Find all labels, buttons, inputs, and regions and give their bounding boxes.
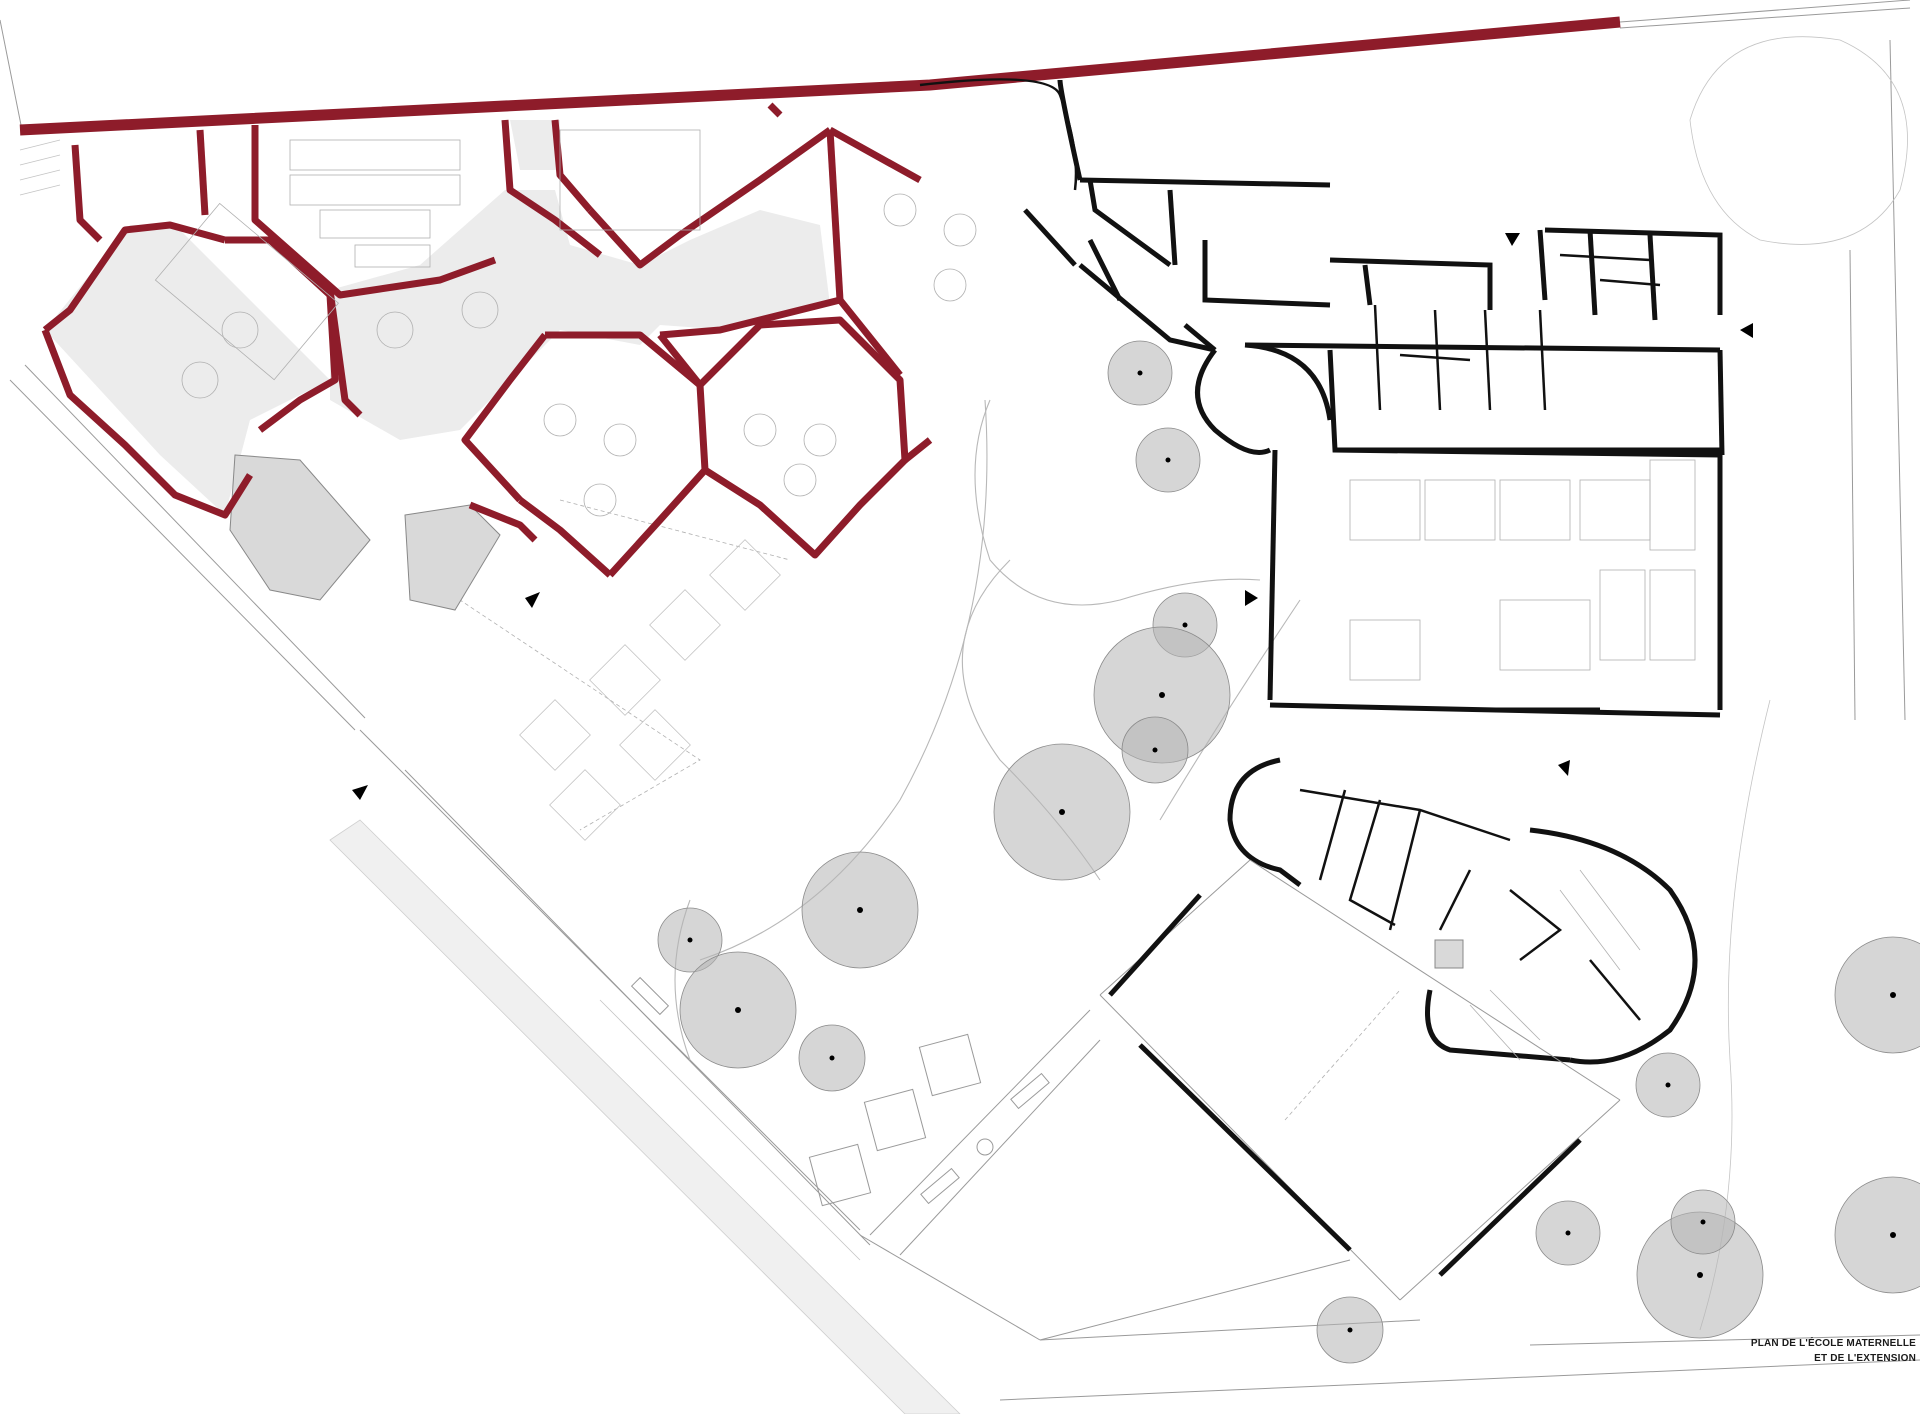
pedestrian-strip	[329, 819, 961, 1414]
plan-caption-line-1: PLAN DE L'ÉCOLE MATERNELLE	[1750, 1338, 1916, 1349]
multipurpose-hall	[869, 859, 1621, 1341]
existing-circulation-floor	[45, 120, 830, 611]
dining-hall-furniture	[1349, 459, 1696, 681]
entrance-arrow	[352, 785, 368, 800]
entrance-arrow	[1558, 760, 1570, 776]
plan-caption: PLAN DE L'ÉCOLE MATERNELLE ET DE L'EXTEN…	[1751, 1336, 1916, 1366]
entrance-arrow	[1740, 323, 1753, 338]
trees	[657, 340, 1920, 1364]
oval-wing	[1227, 757, 1698, 1065]
plan-caption-line-2: ET DE L'EXTENSION	[1814, 1353, 1916, 1364]
entrance-arrows	[352, 233, 1753, 800]
playground-elements	[19, 139, 1050, 1207]
entrance-arrow	[1505, 233, 1520, 246]
entrance-arrow	[1245, 590, 1258, 606]
existing-classroom-furniture	[154, 129, 977, 517]
entrance-arrow	[525, 592, 540, 608]
extension-walls	[919, 78, 1725, 718]
